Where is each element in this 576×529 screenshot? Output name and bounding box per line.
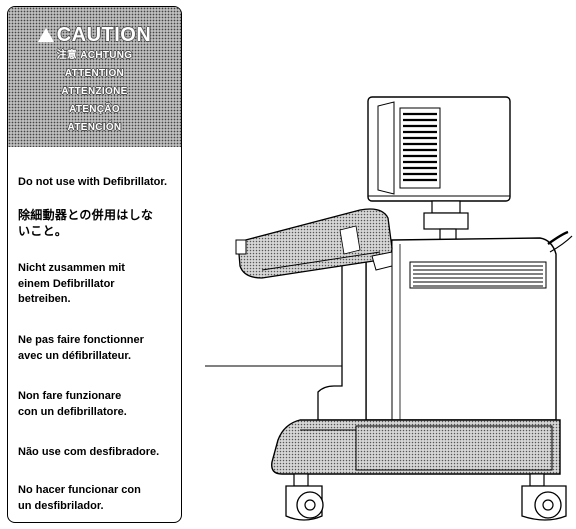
cart-body — [365, 230, 573, 421]
caution-header: CAUTION 注意 ACHTUNG ATTENTION ATTENZIONE … — [8, 7, 181, 147]
warning-text-es: No hacer funcionar con un desfibrilador. — [18, 484, 141, 512]
caution-title: CAUTION — [56, 24, 152, 46]
warning-text-ja: 除細動器との併用はしな いこと。 — [18, 208, 154, 238]
warning-triangle-icon — [37, 28, 54, 42]
cart-base — [271, 419, 561, 475]
control-panel — [235, 208, 393, 279]
caution-subtitle-es: ATENCIÓN — [67, 122, 122, 133]
monitor — [367, 96, 511, 202]
caution-label: CAUTION 注意 ACHTUNG ATTENTION ATTENZIONE … — [7, 6, 182, 523]
warning-text-de: Nicht zusammen mit einem Defibrillator b… — [18, 262, 125, 305]
caution-subtitle-pt: ATENÇÃO — [69, 104, 120, 115]
caution-subtitle-fr: ATTENTION — [64, 68, 125, 79]
warning-text-pt: Não use com desfibradore. — [18, 446, 160, 458]
caution-subtitle-it: ATTENZIONE — [61, 86, 128, 97]
rear-wheel — [521, 473, 567, 521]
warning-text-it: Non fare funzionare con un defibrillator… — [18, 390, 127, 418]
caution-title-row: CAUTION — [8, 25, 181, 45]
warning-text-fr: Ne pas faire fonctionner avec un défibri… — [18, 334, 144, 362]
warning-text-en: Do not use with Defibrillator. — [18, 176, 168, 188]
ultrasound-cart-drawing — [205, 96, 573, 521]
caution-subtitle-ja-de: 注意 ACHTUNG — [56, 50, 133, 61]
front-wheel — [285, 473, 324, 521]
